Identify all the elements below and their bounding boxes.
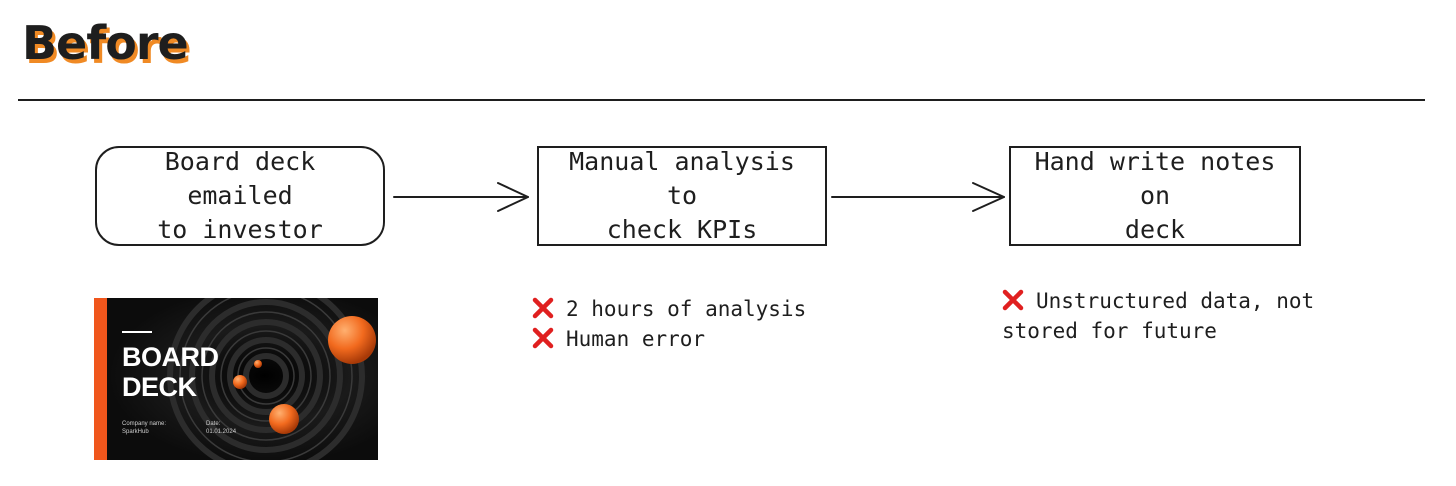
orange-sphere-large [328, 316, 376, 364]
step-3-label-line-2: deck [1124, 215, 1186, 244]
drawback-text: Human error [566, 327, 706, 351]
drawback-text-line-1: Unstructured data, not [1036, 289, 1315, 313]
deck-title-line-1: BOARD [122, 342, 219, 372]
orange-sphere-tiny [254, 360, 262, 368]
orange-sphere-medium [269, 404, 299, 434]
step-2-label-line-1: Manual analysis to [569, 147, 795, 210]
deck-date-value: 01.01.2024 [206, 429, 237, 435]
step-1-label-line-1: Board deck emailed [164, 147, 316, 210]
drawback-item: Unstructured data, not [1002, 286, 1314, 316]
deck-company-info: Company name: SparkHub [122, 420, 166, 436]
step-box-manual-analysis: Manual analysis to check KPIs [537, 146, 827, 246]
deck-date-info: Date: 01.01.2024 [206, 420, 236, 436]
x-mark-icon [1002, 289, 1024, 311]
drawback-text-line-2: stored for future [1002, 319, 1217, 343]
step-1-label-line-2: to investor [157, 215, 323, 244]
deck-company-value: SparkHub [122, 429, 149, 435]
step-3-label-line-1: Hand write notes on [1034, 147, 1276, 210]
arrow-2-to-3 [831, 182, 1005, 212]
x-mark-icon [532, 297, 554, 319]
step-2-label-line-2: check KPIs [606, 215, 758, 244]
board-deck-thumbnail: BOARD DECK Company name: SparkHub Date: … [94, 298, 378, 460]
step-box-hand-write-notes: Hand write notes on deck [1009, 146, 1301, 246]
step-box-board-deck-emailed: Board deck emailed to investor [95, 146, 385, 246]
deck-title-rule [122, 331, 152, 333]
arrow-1-to-2 [393, 182, 529, 212]
x-mark-icon [532, 327, 554, 349]
drawback-text: 2 hours of analysis [566, 297, 807, 321]
step-3-drawbacks: Unstructured data, not stored for future [1002, 286, 1314, 346]
drawback-item: 2 hours of analysis [532, 294, 806, 324]
deck-company-label: Company name: [122, 421, 167, 427]
deck-date-label: Date: [206, 421, 221, 427]
deck-title: BOARD DECK [122, 342, 219, 402]
orange-sphere-small [233, 375, 247, 389]
deck-accent-stripe [94, 298, 107, 460]
title-divider [18, 99, 1425, 101]
drawback-item: Human error [532, 324, 806, 354]
page-title: Before [22, 16, 189, 70]
deck-background-art [94, 298, 378, 460]
deck-title-line-2: DECK [122, 372, 197, 402]
step-2-drawbacks: 2 hours of analysis Human error [532, 294, 806, 354]
